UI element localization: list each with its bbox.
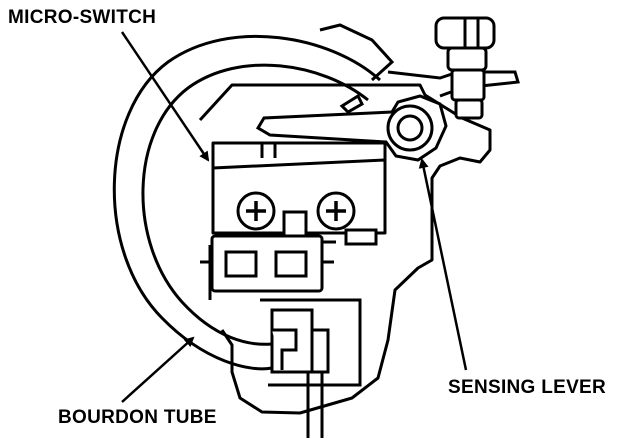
sensing-lever-leader <box>418 158 468 371</box>
micro-switch-leader <box>120 31 210 162</box>
micro-switch-label: MICRO-SWITCH <box>8 7 157 28</box>
pressure-fitting <box>260 298 362 438</box>
connector-block <box>200 234 334 293</box>
adjuster-screw <box>434 16 496 120</box>
bourdon-tube <box>112 23 520 371</box>
bourdon-tube-leader <box>121 336 195 403</box>
sensing-lever-label: SENSING LEVER <box>448 377 607 398</box>
terminal-screws <box>236 191 378 246</box>
leader-lines <box>120 31 468 403</box>
bourdon-tube-label: BOURDON TUBE <box>58 407 217 428</box>
housing-plate <box>198 83 492 415</box>
